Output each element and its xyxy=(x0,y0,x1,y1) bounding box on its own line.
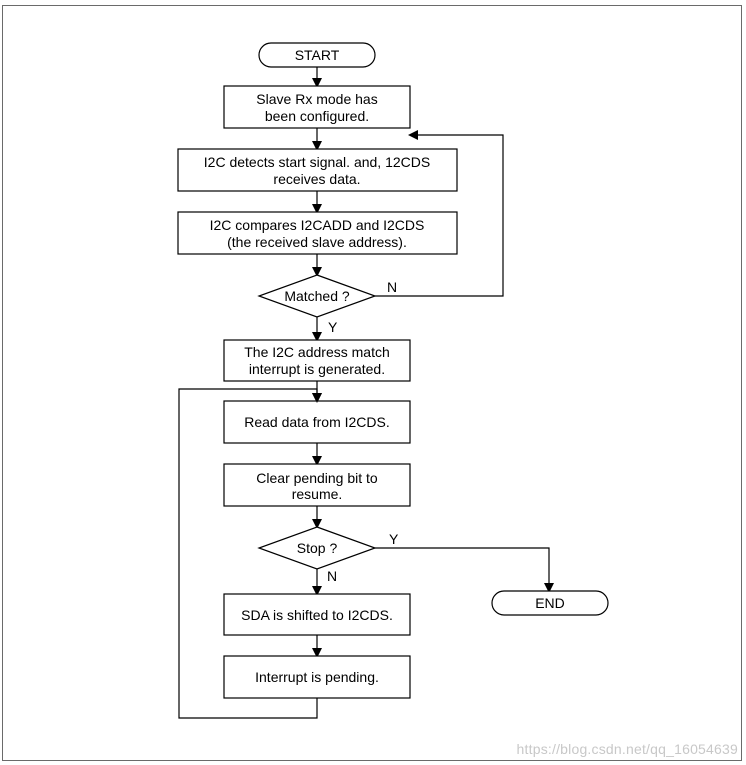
step-address-match-interrupt: The I2C address match interrupt is gener… xyxy=(223,339,411,382)
step7-label: SDA is shifted to I2CDS. xyxy=(241,607,393,623)
step-detect-start-signal: I2C detects start signal. and, 12CDS rec… xyxy=(177,148,458,192)
decision-matched: Matched ? xyxy=(257,274,377,318)
step1-line2: been configured. xyxy=(265,108,369,124)
step6-line2: resume. xyxy=(292,486,343,502)
diagram-frame xyxy=(2,5,742,761)
end-terminal: END xyxy=(491,590,609,616)
step2-line1: I2C detects start signal. and, 12CDS xyxy=(204,154,430,170)
decision1-label: Matched ? xyxy=(284,288,350,304)
decision2-label: Stop ? xyxy=(297,540,338,556)
step3-line2: (the received slave address). xyxy=(227,234,407,250)
step-slave-rx-configured: Slave Rx mode has been configured. xyxy=(223,85,411,129)
decision2-yes-label: Y xyxy=(389,531,399,547)
step8-label: Interrupt is pending. xyxy=(255,669,379,685)
decision-stop: Stop ? xyxy=(257,526,377,570)
arrow-decision2-yes xyxy=(375,547,554,593)
step-sda-shifted: SDA is shifted to I2CDS. xyxy=(223,593,411,636)
step4-line2: interrupt is generated. xyxy=(249,361,385,377)
watermark-text: https://blog.csdn.net/qq_16054639 xyxy=(516,741,738,757)
arrow-loop-back-to-read xyxy=(178,388,322,719)
decision1-no-label: N xyxy=(387,279,397,295)
step3-line1: I2C compares I2CADD and I2CDS xyxy=(210,217,425,233)
step6-line1: Clear pending bit to xyxy=(256,470,378,486)
start-terminal: START xyxy=(258,42,376,68)
step-clear-pending: Clear pending bit to resume. xyxy=(223,463,411,507)
step1-line1: Slave Rx mode has xyxy=(256,91,377,107)
start-label: START xyxy=(295,47,340,63)
step-interrupt-pending: Interrupt is pending. xyxy=(223,655,411,699)
step4-line1: The I2C address match xyxy=(244,344,390,360)
step-read-data: Read data from I2CDS. xyxy=(223,400,411,444)
end-label: END xyxy=(535,595,565,611)
decision2-no-label: N xyxy=(327,568,337,584)
step2-line2: receives data. xyxy=(273,171,360,187)
arrow-decision1-no-loop xyxy=(375,130,504,297)
step5-label: Read data from I2CDS. xyxy=(244,414,390,430)
decision1-yes-label: Y xyxy=(328,319,338,335)
step-compare-address: I2C compares I2CADD and I2CDS (the recei… xyxy=(177,211,458,255)
